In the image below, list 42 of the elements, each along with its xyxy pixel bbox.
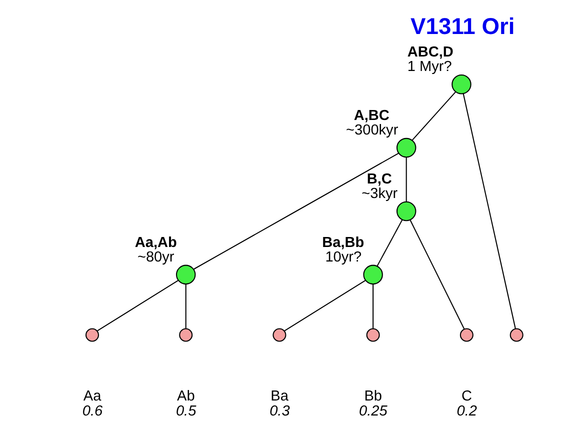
connector: [462, 94, 516, 329]
node-label: 0.2: [456, 403, 478, 420]
connector: [406, 157, 407, 202]
connector: [376, 220, 403, 266]
node-label: Bb: [364, 388, 382, 405]
node-label: C: [461, 388, 472, 405]
node-label: B,C: [366, 171, 392, 188]
node-circle: [396, 201, 416, 222]
connector: [410, 220, 465, 330]
node-circle: [85, 328, 99, 342]
node-label: A,BC: [354, 108, 390, 124]
node-label: 0.3: [270, 403, 290, 420]
node-label: Aa,Ab: [134, 234, 177, 251]
node-label: 0.5: [176, 403, 196, 420]
node-circle: [176, 264, 196, 285]
node-label: ~3kyr: [362, 186, 398, 202]
node-label: 1 Myr?: [407, 59, 452, 76]
node-label: Ab: [177, 388, 195, 405]
diagram-title: V1311 Ori: [410, 13, 515, 40]
node-label: Ba,Bb: [322, 234, 364, 251]
node-label: Aa: [83, 388, 102, 405]
node-circle: [396, 138, 416, 158]
node-label: 0.6: [82, 403, 103, 420]
connector: [412, 92, 456, 140]
connector: [284, 280, 366, 332]
node-circle: [452, 74, 472, 94]
node-circle: [179, 328, 193, 342]
node-label: Ba: [270, 388, 288, 405]
node-label: ~80yr: [137, 249, 174, 266]
connector: [194, 152, 399, 270]
connector: [185, 284, 186, 328]
node-label: 10yr?: [325, 249, 362, 266]
node-circle: [510, 328, 524, 342]
connector: [372, 284, 374, 328]
node-circle: [363, 264, 383, 285]
node-circle: [366, 328, 380, 342]
node-circle: [272, 328, 286, 342]
node-label: ABC,D: [407, 44, 454, 60]
node-label: 0.25: [359, 403, 388, 420]
node-label: ~300kyr: [346, 122, 398, 138]
node-circle: [460, 328, 474, 342]
connector: [97, 280, 178, 332]
